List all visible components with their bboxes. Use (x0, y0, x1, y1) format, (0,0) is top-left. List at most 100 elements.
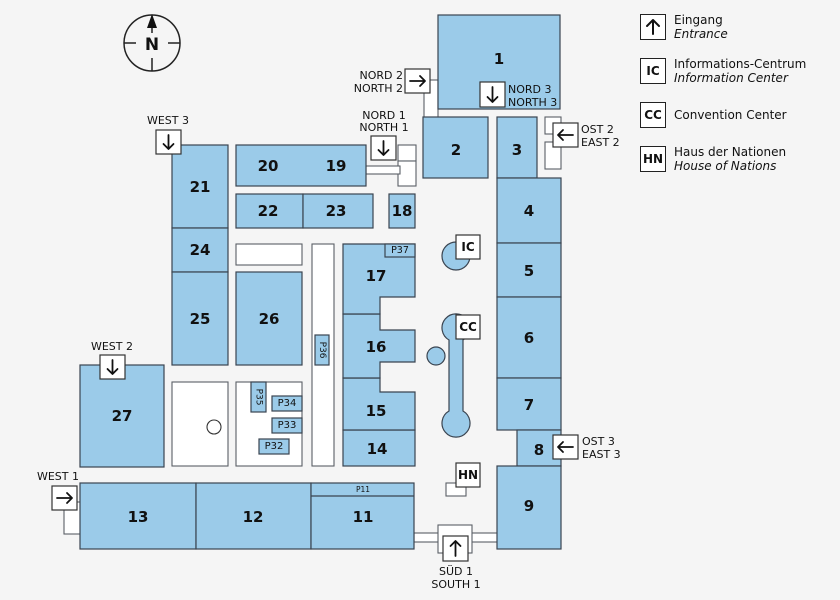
hall-13-label: 13 (128, 508, 149, 526)
map-legend: Eingang Entrance IC Informations-Centrum… (640, 13, 840, 190)
hall-7-label: 7 (524, 396, 534, 414)
entrance-nord-2-en: NORTH 2 (354, 82, 403, 95)
legend-ic-de: Informations-Centrum (674, 57, 807, 71)
pavilion-p37[interactable] (384, 243, 416, 258)
hall-18-label: 18 (392, 202, 413, 220)
up-arrow-icon (449, 540, 462, 557)
hall-24[interactable] (171, 227, 229, 273)
hall-23-label: 23 (326, 202, 347, 220)
hn-marker[interactable] (455, 462, 481, 488)
cc-label: CC (459, 320, 477, 334)
hall-21[interactable] (171, 144, 229, 229)
entrance-west-3-de: WEST 3 (147, 114, 189, 127)
hall-6-label: 6 (524, 329, 534, 347)
entrance-nord-1[interactable]: NORD 1 NORTH 1 (359, 109, 409, 161)
hall-7[interactable] (496, 377, 562, 431)
entrance-sued-1[interactable]: SÜD 1 SOUTH 1 (431, 535, 481, 591)
hall-5-label: 5 (524, 262, 534, 280)
pavilion-p36[interactable] (314, 334, 330, 366)
entrance-nord-2[interactable]: NORD 2 NORTH 2 (354, 68, 431, 95)
hall-19-label: 19 (326, 157, 347, 175)
entrance-west-1[interactable]: WEST 1 (37, 470, 79, 511)
legend-entrance-de: Eingang (674, 13, 723, 27)
hall-26-label: 26 (259, 310, 280, 328)
hall-16[interactable] (342, 313, 416, 379)
walkway (397, 144, 417, 162)
ic-label: IC (461, 240, 474, 254)
legend-entrance-en: Entrance (674, 27, 728, 41)
legend-item-information-center: IC Informations-Centrum Information Cent… (640, 57, 840, 102)
hall-13[interactable] (79, 482, 197, 550)
right-arrow-icon (409, 75, 426, 87)
hall-6[interactable] (496, 296, 562, 379)
open-area (235, 243, 303, 266)
entrance-ost-3-en: EAST 3 (582, 448, 621, 461)
hall-27-label: 27 (112, 407, 133, 425)
hall-1-label: 1 (494, 50, 504, 68)
hall-2[interactable] (422, 116, 489, 179)
hall-9[interactable] (496, 465, 562, 550)
hall-3[interactable] (496, 116, 538, 179)
walkway (397, 160, 417, 187)
entrance-nord-3-de: NORD 3 (508, 83, 552, 96)
hall-25[interactable] (171, 271, 229, 366)
entrance-west-2-de: WEST 2 (91, 340, 133, 353)
hall-14-label: 14 (367, 440, 388, 458)
compass-label: N (145, 35, 159, 55)
entrance-nord-3[interactable]: NORD 3 NORTH 3 (479, 81, 557, 109)
down-arrow-icon (377, 140, 390, 156)
hall-20-19[interactable] (235, 144, 367, 187)
pavilion-p34-label: P34 (278, 398, 297, 409)
pavilion-p34[interactable] (271, 395, 303, 412)
entrance-west-1-de: WEST 1 (37, 470, 79, 483)
cc-box-icon: CC (640, 102, 666, 128)
pavilion-p35[interactable] (250, 381, 267, 413)
hall-8-label: 8 (534, 441, 544, 459)
hall-18[interactable] (388, 193, 416, 229)
pavilion-p33[interactable] (271, 417, 303, 434)
hall-16-label: 16 (366, 338, 387, 356)
hall-11[interactable] (310, 482, 415, 550)
hall-12[interactable] (195, 482, 312, 550)
hall-23[interactable] (302, 193, 374, 229)
entrance-nord-1-en: NORTH 1 (359, 121, 408, 134)
pavilion-p35-label: P35 (254, 389, 264, 406)
hall-9-label: 9 (524, 497, 534, 515)
hall-24-label: 24 (190, 241, 211, 259)
hn-label: HN (458, 468, 478, 482)
entrance-nord-3-en: NORTH 3 (508, 96, 557, 109)
hall-12-label: 12 (243, 508, 264, 526)
down-arrow-icon (162, 134, 175, 150)
north-arrow-compass-icon: N (123, 14, 181, 72)
legend-hn-de: Haus der Nationen (674, 145, 787, 159)
pavilion-p37-label: P37 (391, 245, 409, 256)
walkway (365, 165, 401, 175)
entrance-sued-1-de: SÜD 1 (439, 565, 473, 578)
entrance-ost-2-en: EAST 2 (581, 136, 620, 149)
hall-15-label: 15 (366, 402, 387, 420)
left-arrow-icon (557, 441, 574, 453)
pavilion-p32[interactable] (258, 438, 290, 455)
hall-25-label: 25 (190, 310, 211, 328)
legend-hn-en: House of Nations (674, 159, 777, 173)
hall-4-label: 4 (524, 202, 534, 220)
hall-20-label: 20 (258, 157, 279, 175)
hall-26[interactable] (235, 271, 303, 366)
convention-annex[interactable] (426, 346, 446, 366)
ic-marker[interactable] (455, 234, 481, 260)
pavilion-p11-label: P11 (356, 485, 370, 494)
entrance-west-2[interactable]: WEST 2 (91, 340, 133, 380)
entrance-ost-3[interactable]: OST 3 EAST 3 (552, 434, 621, 461)
hall-27[interactable] (79, 364, 165, 468)
hall-22[interactable] (235, 193, 304, 229)
entrance-nord-1-de: NORD 1 (362, 109, 406, 122)
hall-21-label: 21 (190, 178, 211, 196)
entrance-ost-2-de: OST 2 (581, 123, 614, 136)
hall-5[interactable] (496, 242, 562, 298)
entrance-west-3[interactable]: WEST 3 (147, 114, 189, 155)
entrance-ost-2[interactable]: OST 2 EAST 2 (552, 122, 620, 149)
cc-marker[interactable] (455, 314, 481, 340)
convention-center-building[interactable] (441, 313, 471, 438)
hall-3-label: 3 (512, 141, 522, 159)
